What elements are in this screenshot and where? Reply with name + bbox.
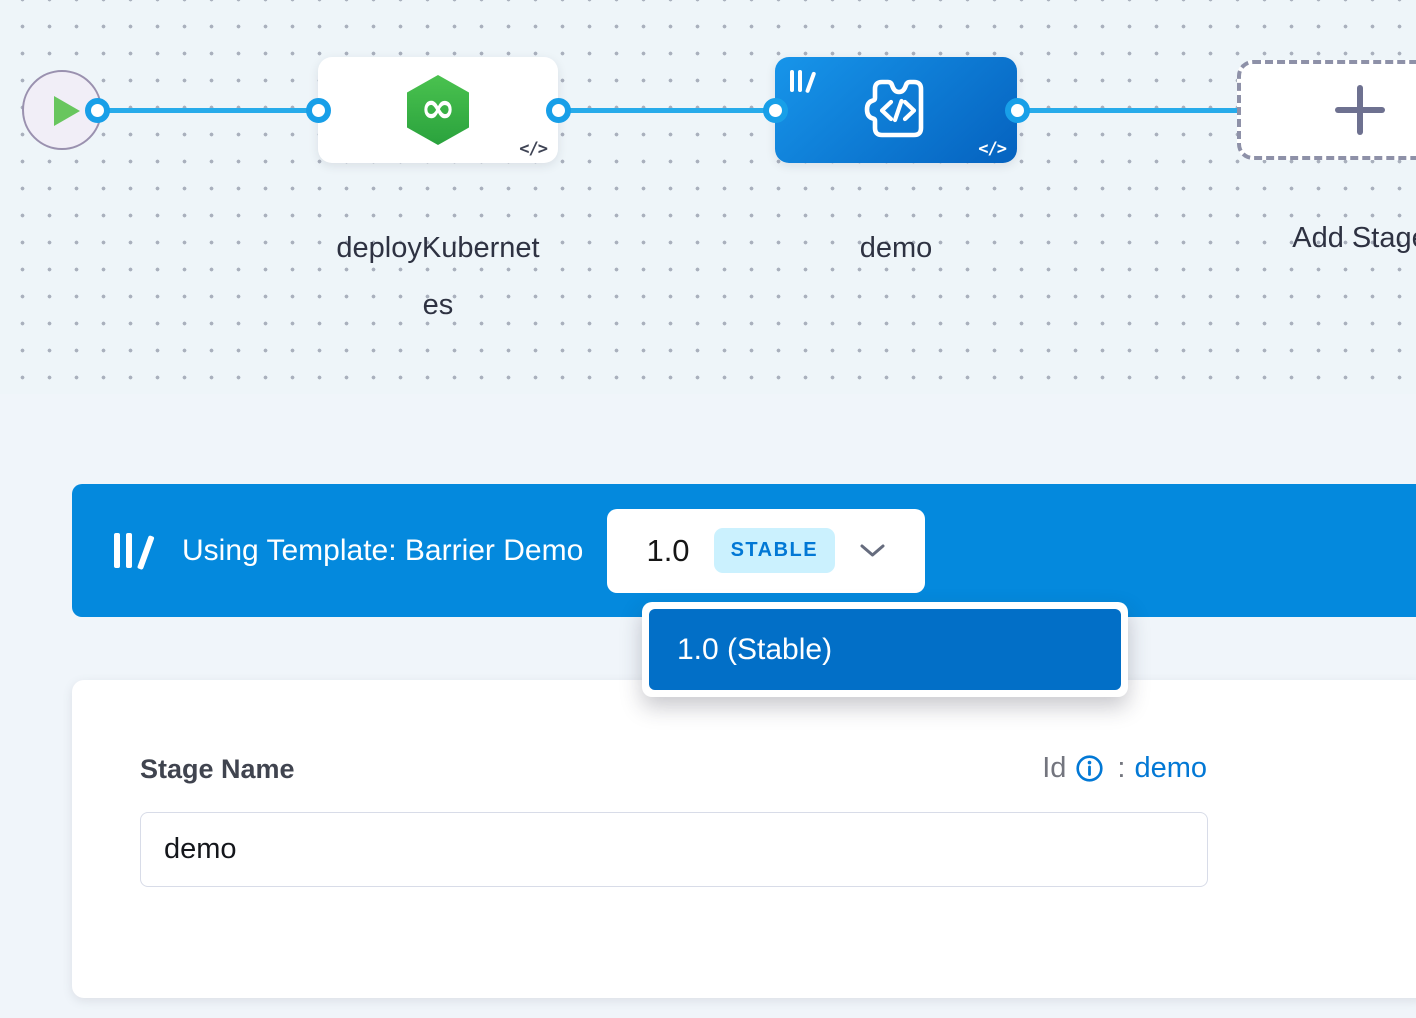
code-icon: </> xyxy=(519,139,548,159)
template-library-icon xyxy=(114,532,156,570)
connector-port[interactable] xyxy=(85,98,110,123)
stable-badge: STABLE xyxy=(713,528,836,573)
custom-stage-icon xyxy=(864,79,924,138)
version-number: 1.0 xyxy=(646,532,690,568)
version-option-label: 1.0 (Stable) xyxy=(677,632,833,666)
using-template-banner: Using Template: Barrier Demo 1.0 STABLE xyxy=(72,484,1416,617)
info-icon[interactable] xyxy=(1075,754,1104,783)
plus-icon xyxy=(1334,85,1385,135)
connector-line xyxy=(1017,108,1240,113)
connector-line xyxy=(558,108,775,113)
id-label: Id xyxy=(1042,752,1067,784)
connector-port[interactable] xyxy=(546,98,571,123)
id-colon: : xyxy=(1117,752,1126,784)
stage-name-input[interactable] xyxy=(140,812,1208,887)
connector-port[interactable] xyxy=(1005,98,1030,123)
stage-name-label: Stage Name xyxy=(140,754,295,784)
infinity-glyph: ∞ xyxy=(420,83,456,132)
using-template-text: Using Template: Barrier Demo xyxy=(182,533,584,567)
code-icon: </> xyxy=(978,139,1007,159)
connector-line xyxy=(97,108,318,113)
play-icon xyxy=(54,96,80,126)
template-library-icon xyxy=(790,70,820,94)
stage-label-demo: demo xyxy=(859,232,933,264)
add-stage-label: Add Stage xyxy=(1292,222,1416,254)
chevron-down-icon[interactable] xyxy=(859,543,886,559)
stage-id-value: demo xyxy=(1134,752,1207,784)
connector-port[interactable] xyxy=(763,98,788,123)
connector-port[interactable] xyxy=(306,98,331,123)
stage-node-deploy-kubernetes[interactable]: ∞ </> xyxy=(318,57,558,163)
kubernetes-hexagon-icon: ∞ xyxy=(407,75,469,145)
stage-node-demo[interactable]: </> xyxy=(775,57,1017,163)
version-option-stable[interactable]: 1.0 (Stable) xyxy=(649,609,1121,690)
template-version-selector[interactable]: 1.0 STABLE xyxy=(607,508,926,593)
version-dropdown-menu: 1.0 (Stable) xyxy=(642,602,1128,697)
stage-id-row: Id : demo xyxy=(985,752,1207,785)
add-stage-button[interactable] xyxy=(1237,60,1416,160)
stage-label-deploy-kubernetes: deployKubernetes xyxy=(336,232,540,321)
pipeline-canvas[interactable]: ∞ </> </> deployKubernetes demo xyxy=(0,0,1416,394)
